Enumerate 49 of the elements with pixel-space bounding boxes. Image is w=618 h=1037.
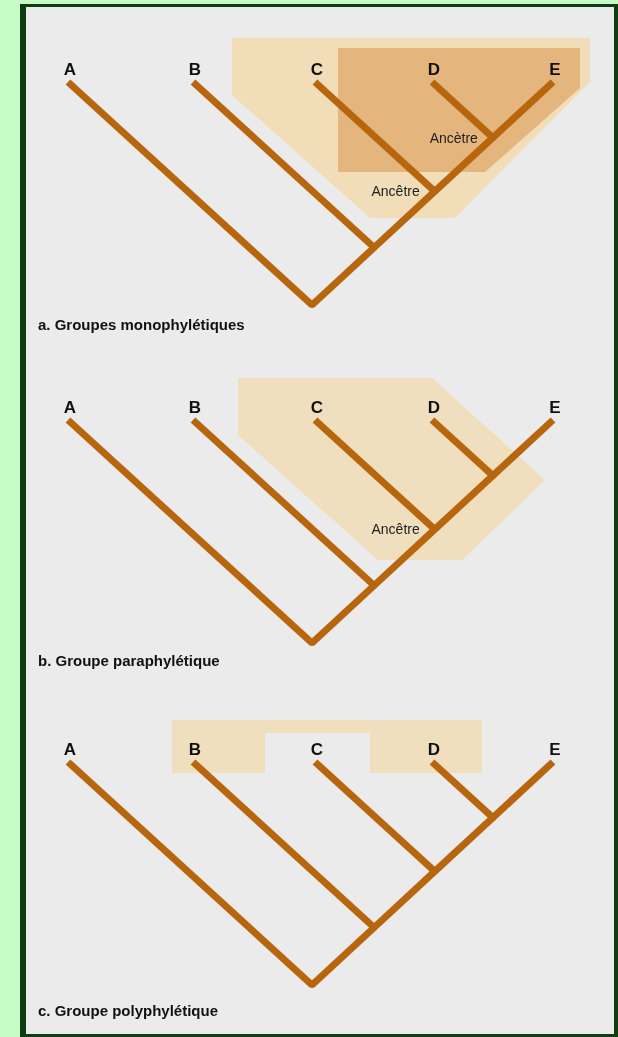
branch-point xyxy=(431,526,438,533)
taxon-label: A xyxy=(62,60,78,80)
taxon-label: A xyxy=(62,740,78,760)
branch-line xyxy=(432,135,496,194)
branch-point xyxy=(371,582,378,589)
ancestor-label: Ancêtre xyxy=(371,521,420,538)
branch-line xyxy=(312,759,438,874)
ancestor-label: Ancètre xyxy=(429,129,478,146)
branch-line xyxy=(312,417,438,532)
branch-point xyxy=(309,302,315,308)
taxon-label: D xyxy=(426,60,442,80)
taxon-label: C xyxy=(309,740,325,760)
branch-point xyxy=(309,640,315,646)
branch-line xyxy=(65,759,315,988)
taxon-label: D xyxy=(426,740,442,760)
taxon-label: C xyxy=(309,398,325,418)
branch-line xyxy=(490,759,556,821)
panel-caption: b. Groupe paraphylétique xyxy=(38,652,220,669)
branch-point xyxy=(431,868,438,875)
taxon-label: C xyxy=(309,60,325,80)
branch-line xyxy=(371,526,438,589)
taxon-label: D xyxy=(426,398,442,418)
branch-line xyxy=(190,417,377,589)
branch-line xyxy=(371,868,438,931)
panel-caption: c. Groupe polyphylétique xyxy=(38,1002,219,1019)
ancestor-label: Ancêtre xyxy=(371,183,420,200)
branch-line xyxy=(490,417,556,479)
branch-line xyxy=(490,79,556,141)
branch-line xyxy=(371,188,438,251)
taxon-label: E xyxy=(547,740,563,760)
taxon-label: E xyxy=(547,60,563,80)
branch-line xyxy=(190,759,377,931)
branch-line xyxy=(432,473,496,532)
branch-point xyxy=(371,924,378,931)
taxon-label: B xyxy=(187,60,203,80)
branch-line xyxy=(65,79,315,308)
branch-line xyxy=(432,815,496,874)
branch-point xyxy=(371,244,378,251)
taxon-label: B xyxy=(187,398,203,418)
branch-point xyxy=(489,814,496,821)
branch-line xyxy=(190,79,377,251)
taxon-label: A xyxy=(62,398,78,418)
taxon-label: B xyxy=(187,740,203,760)
branch-line xyxy=(312,79,438,194)
branch-line xyxy=(65,417,315,646)
branch-point xyxy=(309,982,315,988)
taxon-label: E xyxy=(547,398,563,418)
branch-point xyxy=(431,188,438,195)
panel-caption: a. Groupes monophylétiques xyxy=(38,316,245,333)
